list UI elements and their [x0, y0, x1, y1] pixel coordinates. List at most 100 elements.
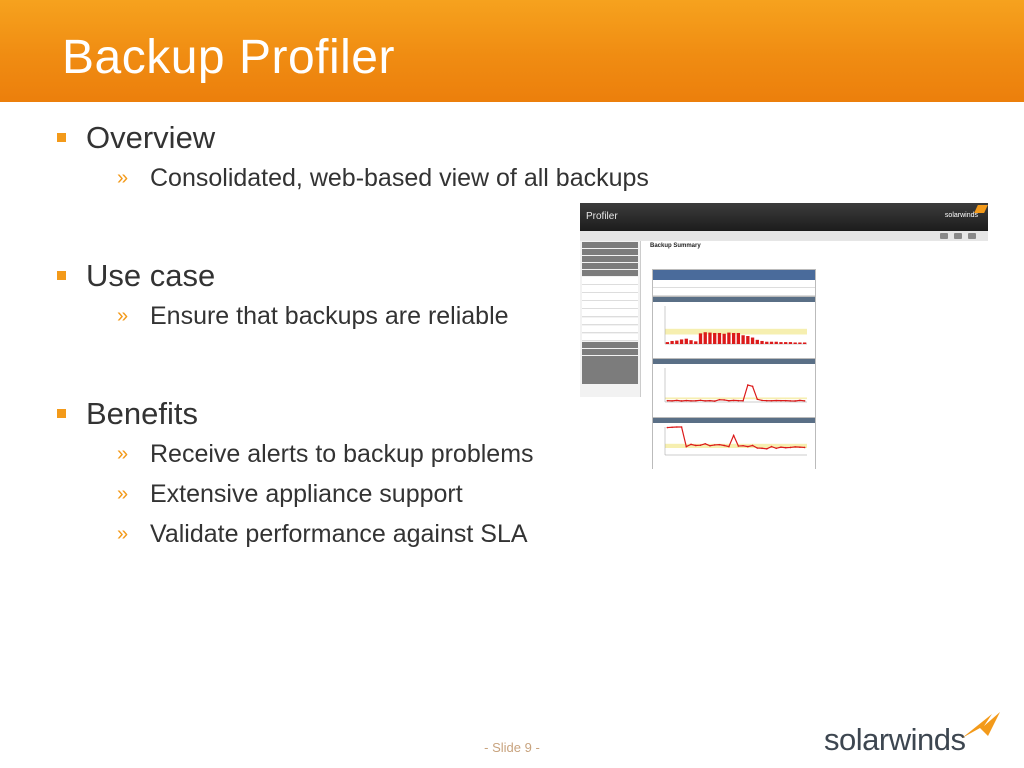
data-point — [780, 446, 782, 448]
data-point — [803, 446, 806, 449]
screenshot-brand: solarwinds — [944, 212, 978, 219]
data-point — [676, 426, 678, 428]
bullet-label: Benefits — [86, 396, 199, 431]
bullet-use-case: Use case — [55, 256, 615, 296]
data-point — [784, 399, 787, 402]
data-point — [784, 446, 787, 449]
bullet-label: Use case — [86, 258, 216, 293]
data-point — [742, 444, 744, 447]
data-point — [709, 399, 711, 402]
data-point — [666, 399, 669, 402]
chart-box-3 — [652, 417, 816, 469]
bar — [765, 341, 769, 344]
bar — [784, 342, 788, 344]
data-point — [761, 447, 763, 450]
solarwinds-logo: solarwinds — [824, 708, 1004, 758]
data-point — [723, 399, 725, 401]
bar — [684, 338, 688, 344]
bar — [703, 332, 707, 344]
chart-box-2 — [652, 358, 816, 418]
toolbar-icon — [940, 233, 948, 239]
data-point — [699, 444, 702, 446]
sub-bullet-label: Consolidated, web-based view of all back… — [150, 164, 649, 192]
data-point — [794, 400, 796, 402]
square-bullet-icon — [57, 271, 66, 280]
data-point — [732, 434, 735, 437]
sub-bullet-label: Validate performance against SLA — [150, 520, 528, 548]
data-point — [747, 445, 749, 448]
data-point — [680, 426, 683, 428]
bar — [670, 340, 674, 344]
data-point — [690, 400, 692, 402]
bar — [769, 341, 774, 344]
data-point — [751, 444, 754, 447]
data-point — [737, 399, 740, 402]
screenshot-header: Profiler solarwinds — [580, 203, 988, 231]
bar — [727, 332, 731, 344]
summary-table — [652, 269, 816, 297]
data-point — [680, 400, 683, 402]
chevron-bullet-icon: » — [117, 167, 129, 189]
line-chart — [664, 426, 807, 456]
data-point — [799, 446, 801, 448]
data-point — [685, 399, 688, 402]
bar — [689, 340, 693, 344]
bar — [722, 333, 726, 344]
title-bar: Backup Profiler — [0, 0, 1024, 102]
data-point — [756, 398, 759, 401]
data-point — [799, 399, 801, 402]
data-point — [756, 447, 759, 449]
flame-logo-icon — [962, 712, 1000, 738]
chart-box-1 — [652, 296, 816, 360]
data-point — [770, 445, 773, 448]
data-point — [775, 399, 778, 402]
bar — [788, 342, 793, 344]
toolbar-icon — [954, 233, 962, 239]
bar — [717, 332, 722, 344]
data-point — [694, 444, 697, 447]
data-point — [690, 443, 692, 446]
screenshot-app-title: Profiler — [586, 211, 618, 222]
sub-bullet-label: Extensive appliance support — [150, 480, 463, 508]
bar — [741, 335, 745, 344]
screenshot-nav-tree — [580, 241, 641, 397]
sub-bullet: » Validate performance against SLA — [55, 514, 615, 554]
data-point — [694, 399, 697, 402]
data-point — [676, 399, 678, 402]
bar — [793, 342, 797, 344]
bar — [713, 332, 717, 344]
data-point — [718, 398, 721, 401]
data-point — [728, 445, 730, 448]
threshold-band — [665, 328, 807, 335]
slide-title: Backup Profiler — [62, 31, 395, 84]
threshold-band — [665, 397, 807, 400]
threshold-band — [665, 443, 807, 448]
data-point — [732, 399, 735, 402]
data-point — [671, 400, 673, 402]
data-point — [789, 446, 792, 449]
bar — [698, 333, 703, 344]
data-point — [671, 426, 673, 429]
data-point — [803, 400, 806, 402]
toolbar-icon — [968, 233, 976, 239]
data-point — [723, 444, 725, 447]
data-point — [765, 399, 768, 402]
bar — [802, 342, 807, 344]
bar — [750, 337, 755, 344]
data-point — [704, 443, 707, 445]
data-point — [780, 399, 782, 402]
bar — [760, 340, 764, 344]
data-point — [718, 443, 721, 446]
sub-bullet: » Consolidated, web-based view of all ba… — [55, 158, 649, 198]
sub-bullet-label: Ensure that backups are reliable — [150, 302, 509, 330]
data-point — [666, 426, 669, 429]
data-point — [775, 447, 778, 450]
data-point — [765, 448, 768, 450]
bar — [746, 336, 750, 344]
bullet-overview: Overview — [55, 118, 615, 158]
screenshot-panel-title: Backup Summary — [650, 243, 701, 249]
data-point — [728, 399, 730, 402]
slide-number: - Slide 9 - — [484, 740, 540, 755]
square-bullet-icon — [57, 133, 66, 142]
data-point — [713, 400, 716, 402]
